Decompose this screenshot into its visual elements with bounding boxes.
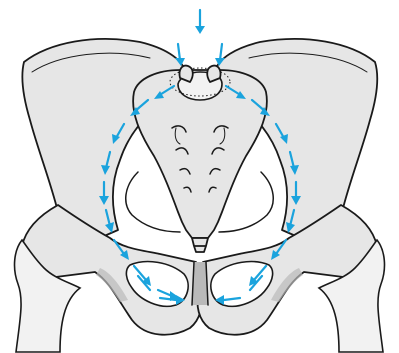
- arrow-icon: [195, 26, 205, 34]
- left-articular-process: [179, 66, 192, 82]
- right-articular-process: [207, 66, 220, 82]
- coccyx: [192, 238, 208, 252]
